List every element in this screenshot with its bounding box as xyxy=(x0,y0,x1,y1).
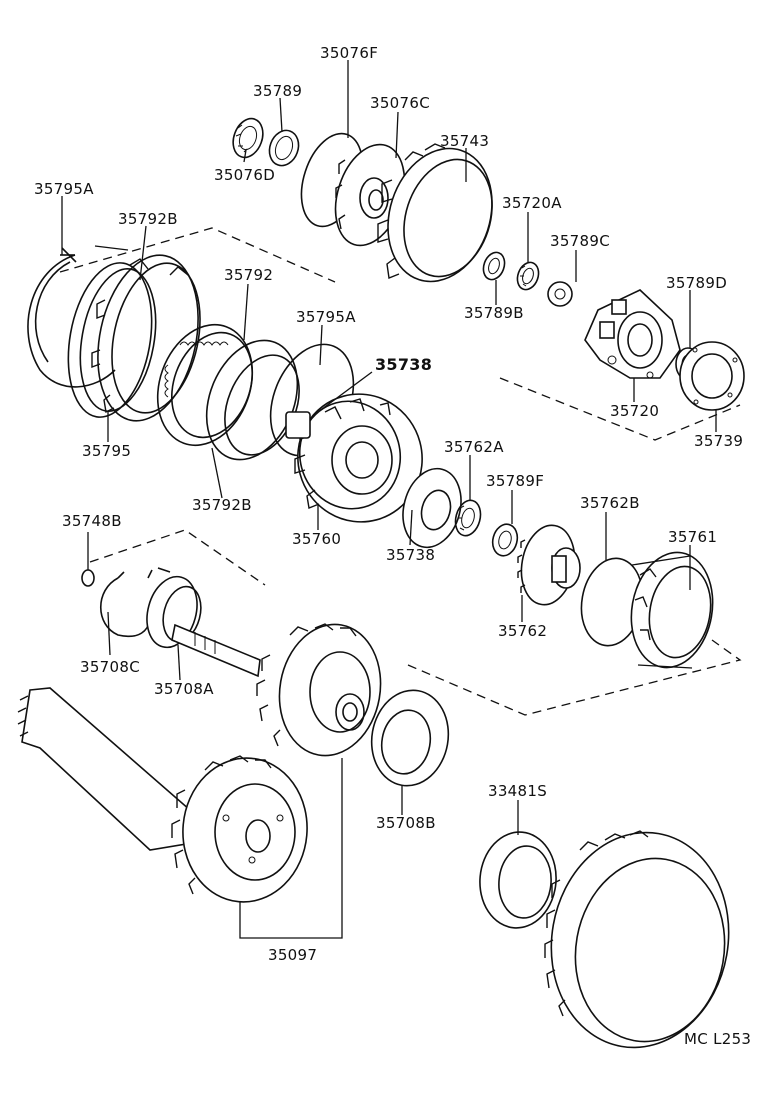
label-35720A: 35720A xyxy=(502,194,562,212)
label-35762A: 35762A xyxy=(444,438,504,456)
seal-33481S xyxy=(479,831,557,929)
final-drive-gear xyxy=(544,830,730,1049)
label-35789D: 35789D xyxy=(666,274,727,292)
label-35792B-lower: 35792B xyxy=(192,496,252,514)
thrust-washer-35738 xyxy=(402,467,462,549)
leader-lines xyxy=(61,60,717,939)
label-35760: 35760 xyxy=(292,530,341,548)
label-35789C: 35789C xyxy=(550,232,610,250)
label-35738: 35738 xyxy=(386,546,435,564)
label-35743: 35743 xyxy=(440,132,489,150)
label-35076C: 35076C xyxy=(370,94,430,112)
label-35708C: 35708C xyxy=(80,658,140,676)
assembly-outline-upper xyxy=(59,227,336,283)
label-35762: 35762 xyxy=(498,622,547,640)
snap-ring-35708C xyxy=(99,571,151,638)
label-35792B: 35792B xyxy=(118,210,178,228)
washer-35789C xyxy=(547,281,573,307)
clutch-plate-35792B-lower xyxy=(205,339,300,461)
clutch-disc-35792 xyxy=(156,323,254,447)
bearing-35708B xyxy=(370,689,450,787)
sun-gear-35762 xyxy=(517,524,581,606)
snap-ring-35795A xyxy=(27,247,116,388)
thrust-plate-35739 xyxy=(679,341,745,411)
label-35789F: 35789F xyxy=(486,472,544,490)
label-35720: 35720 xyxy=(610,402,659,420)
planetary-carrier-35720 xyxy=(584,289,681,379)
diagram-code: MC L253 xyxy=(684,1030,751,1048)
label-35795: 35795 xyxy=(82,442,131,460)
label-35789B: 35789B xyxy=(464,304,524,322)
bearing-35720A xyxy=(516,261,540,291)
label-35748B: 35748B xyxy=(62,512,122,530)
label-35708A: 35708A xyxy=(154,680,214,698)
counter-drive-gear xyxy=(256,623,382,757)
ring-gear-35761 xyxy=(630,551,714,669)
label-35795A-mid: 35795A xyxy=(296,308,356,326)
label-35076F: 35076F xyxy=(320,44,378,62)
output-shaft xyxy=(171,623,261,678)
label-35738-bold: 35738 xyxy=(375,355,432,374)
label-35795A: 35795A xyxy=(34,180,94,198)
label-35739: 35739 xyxy=(694,432,743,450)
label-35789: 35789 xyxy=(253,82,302,100)
washer-35789F xyxy=(491,523,519,557)
bearing-35762A xyxy=(454,499,482,537)
snap-ring-35748B xyxy=(81,569,95,587)
clutch-ring-35795 xyxy=(67,262,157,418)
label-35761: 35761 xyxy=(668,528,717,546)
label-35708B: 35708B xyxy=(376,814,436,832)
clutch-drum-35760 xyxy=(285,393,423,523)
part-labels: 35076F 35789 35076C 35743 35076D 35795A … xyxy=(34,44,751,1048)
input-shaft-35097 xyxy=(17,687,308,903)
clutch-plate-35792B xyxy=(91,245,201,422)
assembly-outline-right xyxy=(499,377,741,441)
label-35097: 35097 xyxy=(268,946,317,964)
label-35762B: 35762B xyxy=(580,494,640,512)
assembly-outline-middle xyxy=(89,529,742,716)
label-35076D: 35076D xyxy=(214,166,275,184)
label-33481S: 33481S xyxy=(488,782,547,800)
washer-35789 xyxy=(268,129,300,167)
snap-ring-35076D xyxy=(232,117,264,159)
washer-35789B xyxy=(482,251,506,281)
label-35792: 35792 xyxy=(224,266,273,284)
